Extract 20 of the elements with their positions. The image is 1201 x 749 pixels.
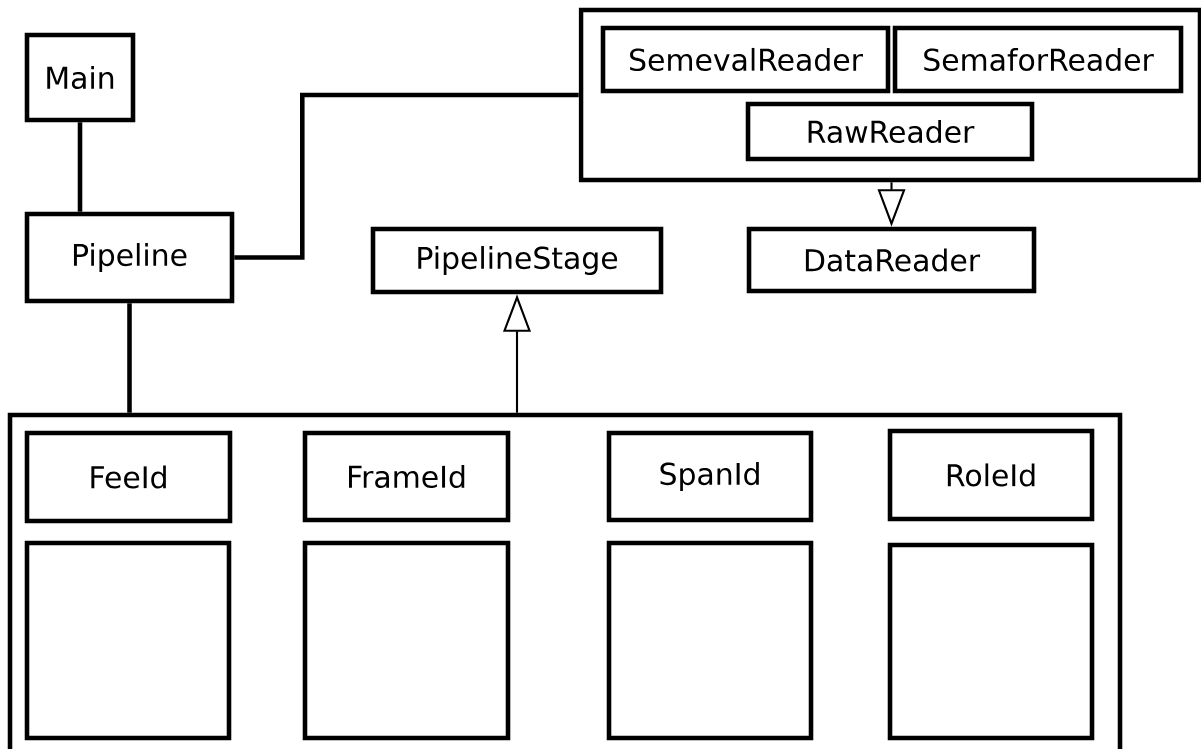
group-box: [7, 412, 1123, 749]
class-box: DataReader: [746, 226, 1037, 294]
empty-box: [887, 542, 1095, 741]
class-box: SpanId: [606, 430, 814, 523]
class-box: PipelineStage: [370, 226, 664, 295]
class-box: FrameId: [302, 430, 511, 523]
class-box: SemevalReader: [600, 25, 891, 94]
connector-line: [234, 92, 579, 260]
class-box: Main: [24, 32, 136, 123]
empty-box: [302, 540, 511, 741]
empty-box: [24, 540, 232, 741]
connector-line: [77, 122, 83, 212]
class-box: SemaforReader: [892, 25, 1184, 94]
class-box: RoleId: [887, 428, 1095, 522]
class-box: FeeId: [24, 430, 233, 524]
class-box: RawReader: [745, 101, 1035, 162]
group-box: [578, 7, 1201, 183]
connector-line: [127, 303, 132, 413]
empty-box: [606, 540, 814, 741]
class-box: Pipeline: [24, 211, 235, 304]
